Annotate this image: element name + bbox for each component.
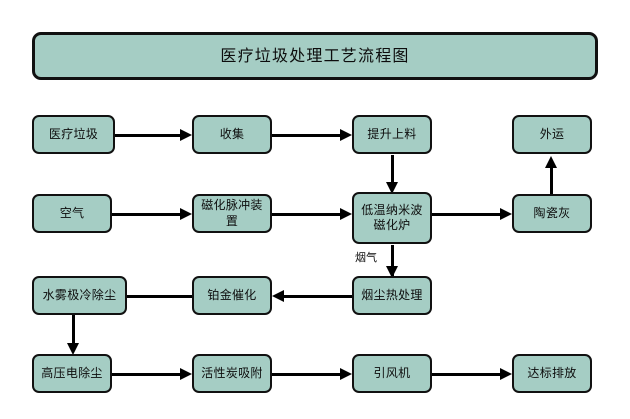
connector-lifting-to-furnace xyxy=(391,155,394,183)
node-outward-transport[interactable]: 外运 xyxy=(512,115,592,154)
connector-collection-to-lifting xyxy=(272,134,340,137)
node-medical-waste[interactable]: 医疗垃圾 xyxy=(32,115,115,154)
connector-fan-to-emission xyxy=(432,373,500,376)
node-platinum-catalysis[interactable]: 铂金催化 xyxy=(192,276,272,315)
node-collection-label: 收集 xyxy=(219,126,245,141)
node-air-label: 空气 xyxy=(59,205,85,220)
node-low-temp-nano-furnace-label-line1: 低温纳米波 xyxy=(361,202,423,217)
node-activated-carbon-adsorption[interactable]: 活性炭吸附 xyxy=(192,354,272,393)
arrowhead-air-to-magnetizing-pulse xyxy=(180,208,192,220)
diagram-title-text: 医疗垃圾处理工艺流程图 xyxy=(220,45,410,65)
node-flue-dust-heat-treatment-label: 烟尘热处理 xyxy=(361,287,423,302)
arrowhead-collection-to-lifting xyxy=(340,129,352,141)
node-high-voltage-esp[interactable]: 高压电除尘 xyxy=(32,354,112,393)
node-high-voltage-esp-label: 高压电除尘 xyxy=(41,365,103,380)
arrowhead-fan-to-emission xyxy=(500,368,512,380)
node-compliant-emission[interactable]: 达标排放 xyxy=(512,354,592,393)
node-flue-dust-heat-treatment[interactable]: 烟尘热处理 xyxy=(352,276,432,315)
arrowhead-ceramic-ash-to-transport xyxy=(545,156,557,168)
arrowhead-magnetizing-pulse-to-furnace xyxy=(340,208,352,220)
arrowhead-furnace-to-ceramic-ash xyxy=(500,208,512,220)
node-induced-draft-fan[interactable]: 引风机 xyxy=(352,354,432,393)
connector-magnetizing-pulse-to-furnace xyxy=(272,213,340,216)
node-magnetizing-pulse-device[interactable]: 磁化脉冲装置 xyxy=(192,194,272,233)
connector-water-mist-to-esp xyxy=(72,315,75,345)
node-low-temp-nano-furnace-label-line2: 磁化炉 xyxy=(373,218,411,232)
connector-esp-to-activated-carbon xyxy=(112,373,180,376)
arrowhead-lifting-to-furnace xyxy=(386,182,398,194)
node-platinum-catalysis-label: 铂金催化 xyxy=(207,287,257,302)
node-water-mist-cooling-dedusting-label: 水雾极冷除尘 xyxy=(42,287,117,302)
node-magnetizing-pulse-device-label: 磁化脉冲装置 xyxy=(201,198,263,228)
node-outward-transport-label: 外运 xyxy=(539,126,565,141)
node-lifting-feeding-label: 提升上料 xyxy=(367,126,417,141)
connector-platinum-to-water-mist xyxy=(127,295,192,298)
node-low-temp-nano-furnace[interactable]: 低温纳米波 磁化炉 xyxy=(352,192,432,244)
arrowhead-flue-dust-to-platinum xyxy=(272,290,284,302)
connector-activated-carbon-to-fan xyxy=(272,373,340,376)
arrowhead-water-mist-to-esp xyxy=(67,343,79,355)
node-activated-carbon-adsorption-label: 活性炭吸附 xyxy=(201,365,263,380)
node-induced-draft-fan-label: 引风机 xyxy=(373,365,411,380)
node-water-mist-cooling-dedusting[interactable]: 水雾极冷除尘 xyxy=(32,276,127,315)
node-medical-waste-label: 医疗垃圾 xyxy=(48,126,99,141)
node-ceramic-ash-label: 陶瓷灰 xyxy=(533,205,571,220)
node-air[interactable]: 空气 xyxy=(32,194,112,233)
connector-furnace-to-ceramic-ash xyxy=(432,213,500,216)
node-lifting-feeding[interactable]: 提升上料 xyxy=(352,115,432,154)
connector-air-to-magnetizing-pulse xyxy=(112,213,180,216)
diagram-title-banner: 医疗垃圾处理工艺流程图 xyxy=(32,32,598,80)
node-collection[interactable]: 收集 xyxy=(192,115,272,154)
arrowhead-furnace-to-flue-dust xyxy=(386,266,398,278)
connector-flue-dust-to-platinum xyxy=(284,295,352,298)
connector-ceramic-ash-to-transport xyxy=(550,167,553,197)
connector-medical-waste-to-collection xyxy=(115,134,180,137)
arrowhead-esp-to-activated-carbon xyxy=(180,368,192,380)
arrowhead-medical-waste-to-collection xyxy=(180,129,192,141)
node-ceramic-ash[interactable]: 陶瓷灰 xyxy=(512,194,592,233)
edge-label-flue-gas: 烟气 xyxy=(355,251,377,264)
node-compliant-emission-label: 达标排放 xyxy=(527,365,577,380)
arrowhead-activated-carbon-to-fan xyxy=(340,368,352,380)
